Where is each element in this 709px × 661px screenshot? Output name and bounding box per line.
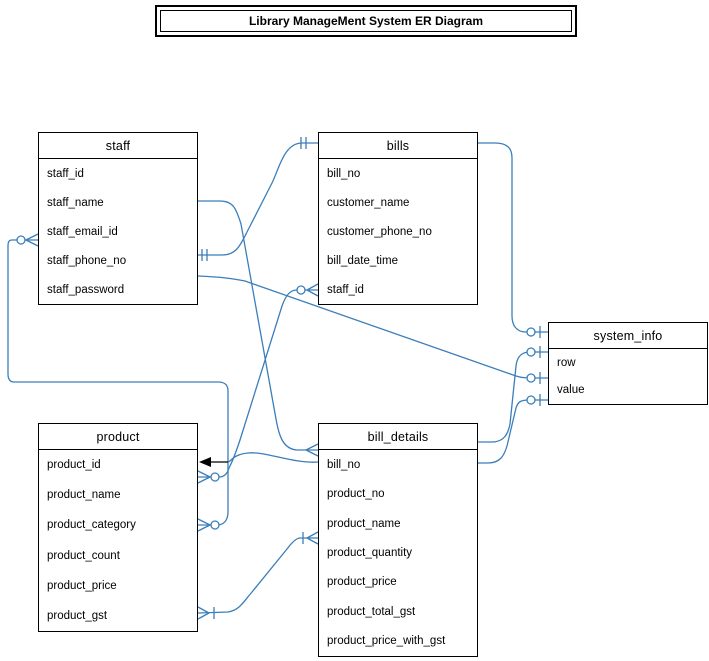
edge-staff-to-system-info[interactable]	[197, 275, 549, 384]
edge-staff-to-product[interactable]	[7, 233, 229, 532]
entity-staff-rows: staff_id staff_name staff_email_id staff_ph…	[39, 159, 197, 304]
edge-staff-to-bill-details[interactable]	[198, 200, 319, 457]
entity-row[interactable]: customer_name	[327, 196, 410, 209]
entity-bill-details-title[interactable]: bill_details	[319, 424, 477, 450]
entity-bill-details[interactable]: bill_details bill_no product_no product_na…	[318, 423, 478, 657]
edge-product-gst-to-bill-details[interactable]	[197, 531, 319, 620]
entity-row[interactable]: product_gst	[47, 609, 108, 622]
diagram-title-banner[interactable]: Library ManageMent System ER Diagram	[155, 5, 577, 37]
entity-row[interactable]: value	[557, 384, 585, 397]
entity-row[interactable]: product_category	[47, 519, 136, 532]
entity-bills-title[interactable]: bills	[319, 133, 477, 159]
entity-bills[interactable]: bills bill_no customer_name customer_phone…	[318, 132, 478, 305]
entity-product[interactable]: product product_id product_name product_ca…	[38, 423, 198, 632]
entity-row[interactable]: product_name	[327, 517, 401, 530]
entity-system-info-rows: row value	[549, 349, 707, 404]
entity-row[interactable]: product_no	[327, 488, 385, 501]
entity-row[interactable]: bill_no	[327, 167, 361, 180]
edge-bill-details-billno-to-system-info[interactable]	[478, 394, 548, 464]
entity-row[interactable]: bill_date_time	[327, 254, 398, 267]
entity-row[interactable]: product_price	[327, 576, 397, 589]
entity-row[interactable]: product_total_gst	[327, 605, 416, 618]
edge-bills-to-system-info[interactable]	[478, 142, 548, 338]
edge-bills-staffid-to-product[interactable]	[197, 283, 319, 484]
entity-row[interactable]: product_price_with_gst	[327, 635, 446, 648]
entity-row[interactable]: row	[557, 356, 576, 369]
entity-row[interactable]: product_price	[47, 579, 117, 592]
entity-staff-title[interactable]: staff	[39, 133, 197, 159]
entity-row[interactable]: product_name	[47, 489, 121, 502]
entity-row[interactable]: staff_password	[47, 283, 125, 296]
entity-row[interactable]: staff_id	[327, 283, 364, 296]
entity-product-title[interactable]: product	[39, 424, 197, 450]
entity-row[interactable]: product_quantity	[327, 546, 413, 559]
edge-staff-to-bills[interactable]	[198, 137, 318, 261]
entity-row[interactable]: staff_name	[47, 196, 104, 209]
entity-row[interactable]: product_count	[47, 549, 120, 562]
entity-system-info-title[interactable]: system_info	[549, 323, 707, 349]
entity-row[interactable]: staff_id	[47, 167, 84, 180]
edge-bill-details-to-product-id[interactable]	[199, 452, 319, 467]
diagram-title: Library ManageMent System ER Diagram	[160, 10, 572, 32]
entity-row[interactable]: staff_phone_no	[47, 254, 127, 267]
entity-row[interactable]: customer_phone_no	[327, 225, 432, 238]
entity-row[interactable]: staff_email_id	[47, 225, 118, 238]
edge-bill-details-title-to-system-info[interactable]	[478, 346, 548, 443]
entity-system-info[interactable]: system_info row value	[548, 322, 708, 405]
entity-bill-details-rows: bill_no product_no product_name product_qua…	[319, 450, 477, 656]
entity-row[interactable]: bill_no	[327, 458, 361, 471]
entity-row[interactable]: product_id	[47, 459, 101, 472]
